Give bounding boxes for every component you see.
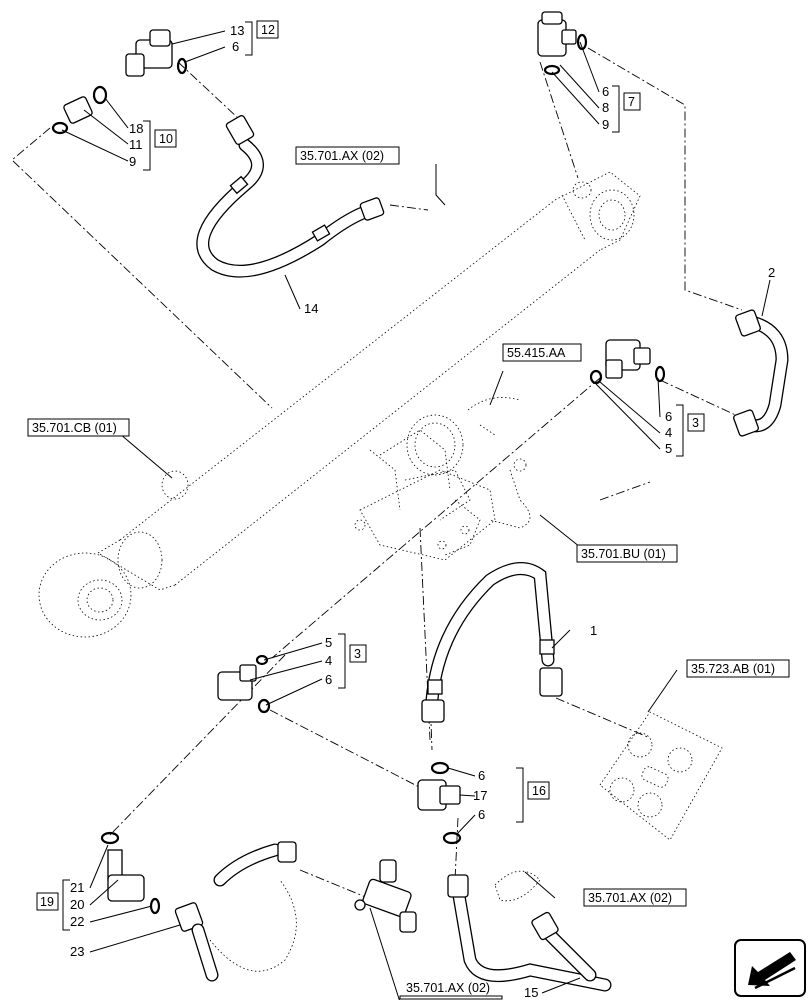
ref-box-35701CB: [27, 418, 130, 437]
callout-6-center-top: 6: [478, 768, 485, 783]
callout-4-right: 4: [665, 425, 672, 440]
group-10: 10: [159, 132, 173, 146]
group-box-19: [36, 892, 59, 911]
ref-35701BU: 35.701.BU (01): [581, 547, 666, 561]
arrow-nav-icon[interactable]: [734, 939, 806, 997]
callout-13: 13: [230, 23, 244, 38]
fitting-13: [125, 29, 188, 77]
callout-17: 17: [473, 788, 487, 803]
hose-14: [196, 115, 385, 278]
reference-labels: 35.701.AX (02) 35.701.CB (01) 55.415.AA …: [27, 146, 790, 1000]
group-box-10: [154, 129, 177, 148]
pipe-2: [733, 309, 789, 437]
group-3-left: 3: [354, 647, 361, 661]
callout-21: 21: [70, 880, 84, 895]
ref-box-35701BU: [576, 544, 678, 563]
ref-box-35701AX-mid: [583, 888, 687, 907]
callout-18: 18: [129, 121, 143, 136]
group-19: 19: [40, 895, 54, 909]
callout-14: 14: [304, 301, 318, 316]
group-16: 16: [532, 784, 546, 798]
group-box-7: [623, 92, 641, 111]
callout-5-right: 5: [665, 441, 672, 456]
callout-15: 15: [524, 985, 538, 1000]
callout-5-left: 5: [325, 635, 332, 650]
connection-lines: [11, 47, 743, 906]
brackets: [62, 21, 684, 931]
manifold-plate: [599, 711, 723, 841]
callout-8: 8: [602, 100, 609, 115]
ref-35723AB: 35.723.AB (01): [691, 662, 775, 676]
ref-box-55415AA: [502, 343, 582, 362]
callout-9: 9: [129, 154, 136, 169]
callout-6-top-right: 6: [602, 84, 609, 99]
callout-11: 11: [129, 137, 143, 152]
callout-23: 23: [70, 944, 84, 959]
callout-20: 20: [70, 897, 84, 912]
group-12: 12: [261, 23, 275, 37]
fitting-3-right: [589, 339, 666, 385]
callout-9-top-right: 9: [602, 117, 609, 132]
ref-box-35701AX-bot: [399, 995, 503, 1000]
callout-6-center-bottom: 6: [478, 807, 485, 822]
callout-6: 6: [232, 39, 239, 54]
fitting-11: [51, 85, 108, 135]
callout-numbers: 13 6 12 18 11 9 10 6 8 9 7 2 14 6 4 5 3 …: [36, 20, 775, 1000]
ref-35701AX-top: 35.701.AX (02): [300, 149, 384, 163]
hose-15: [447, 870, 612, 992]
callout-22: 22: [70, 914, 84, 929]
group-box-12: [256, 20, 279, 39]
callout-4-left: 4: [325, 653, 332, 668]
fitting-7: [537, 11, 588, 76]
ref-35701AX-bot: 35.701.AX (02): [406, 981, 490, 995]
ref-35701CB: 35.701.CB (01): [32, 421, 117, 435]
group-box-3-right: [687, 413, 705, 432]
callout-6-right: 6: [665, 409, 672, 424]
ref-box-35723AB: [686, 659, 790, 678]
leader-lines: [61, 30, 771, 1003]
ref-box-35701AX-top: [295, 146, 400, 165]
fitting-16: [417, 761, 462, 845]
group-box-16: [527, 781, 550, 800]
group-box-3-left: [349, 644, 367, 663]
group-7: 7: [628, 95, 635, 109]
callout-1: 1: [590, 623, 597, 638]
callout-6-left: 6: [325, 672, 332, 687]
group-3-right: 3: [692, 416, 699, 430]
hydraulic-cylinder: [38, 171, 641, 638]
hose-23: [174, 841, 297, 982]
ref-35701AX-mid: 35.701.AX (02): [588, 891, 672, 905]
fitting-3-left: [217, 654, 271, 714]
hose-1: [421, 562, 563, 723]
tee-fitting: [354, 859, 417, 933]
fitting-19: [100, 831, 161, 915]
callout-2: 2: [768, 265, 775, 280]
ref-55415AA: 55.415.AA: [507, 346, 566, 360]
valve-block: [354, 397, 531, 561]
